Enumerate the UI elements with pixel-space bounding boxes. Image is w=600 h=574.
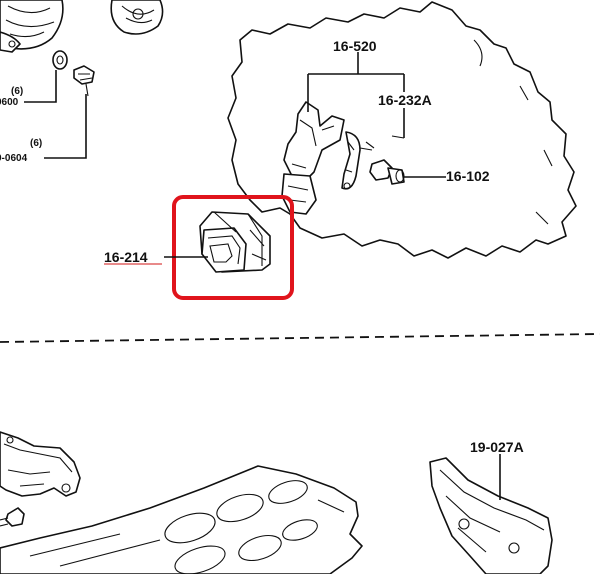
highlight-box — [172, 195, 294, 300]
section-divider — [0, 333, 600, 343]
left-bottom-code-label: 0-0604 — [0, 153, 28, 164]
left-bottom-qty-label: (6) — [30, 138, 42, 149]
label-16-102: 16-102 — [446, 168, 490, 184]
left-leader-lines — [24, 70, 87, 159]
bolt-16-102 — [369, 159, 405, 185]
left-top-code-label: 0600 — [0, 97, 19, 108]
left-bolt-and-washer — [52, 50, 95, 97]
label-16-520: 16-520 — [333, 38, 377, 54]
bracket-19-027a — [429, 454, 553, 574]
label-16-214: 16-214 — [104, 249, 148, 265]
left-top-qty-label: (6) — [11, 86, 23, 97]
engine-block-gasket — [0, 465, 363, 574]
transmission-housing-outline — [227, 1, 577, 259]
top-right-leader-lines — [307, 52, 446, 178]
release-bearing-16-214 — [199, 211, 271, 273]
engine-mount-bracket — [0, 431, 81, 527]
top-left-flywheel-part — [0, 0, 164, 53]
label-19-027a: 19-027A — [470, 439, 524, 455]
label-16-232a: 16-232A — [378, 92, 432, 108]
